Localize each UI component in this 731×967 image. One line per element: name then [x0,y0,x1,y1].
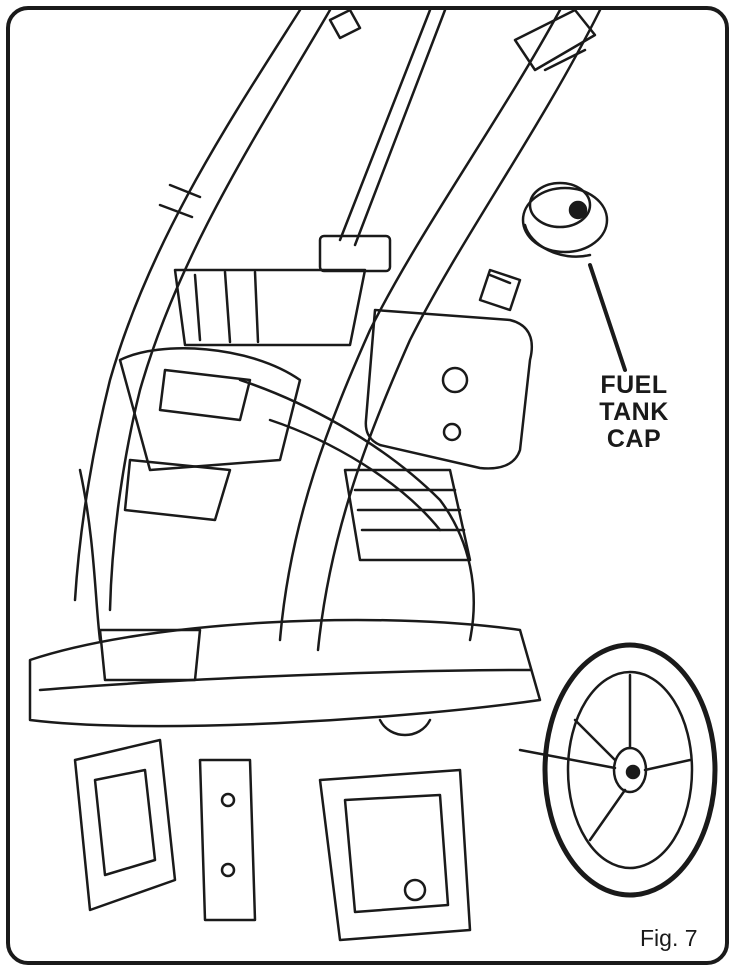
transport-wheel [518,642,718,898]
figure-label: Fig. 7 [640,925,698,951]
engine-shroud [28,378,542,728]
fuel-tank [364,268,534,470]
handle-bars [73,8,602,652]
fuel-tank-cap [521,181,609,258]
callout-line-1: FUEL TANK [599,371,669,426]
callout-leader-line [588,263,627,372]
engine-body [78,234,392,682]
fuel-tank-cap-callout: FUEL TANK CAP [566,372,702,453]
tines [73,718,472,942]
callout-line-2: CAP [606,425,662,453]
